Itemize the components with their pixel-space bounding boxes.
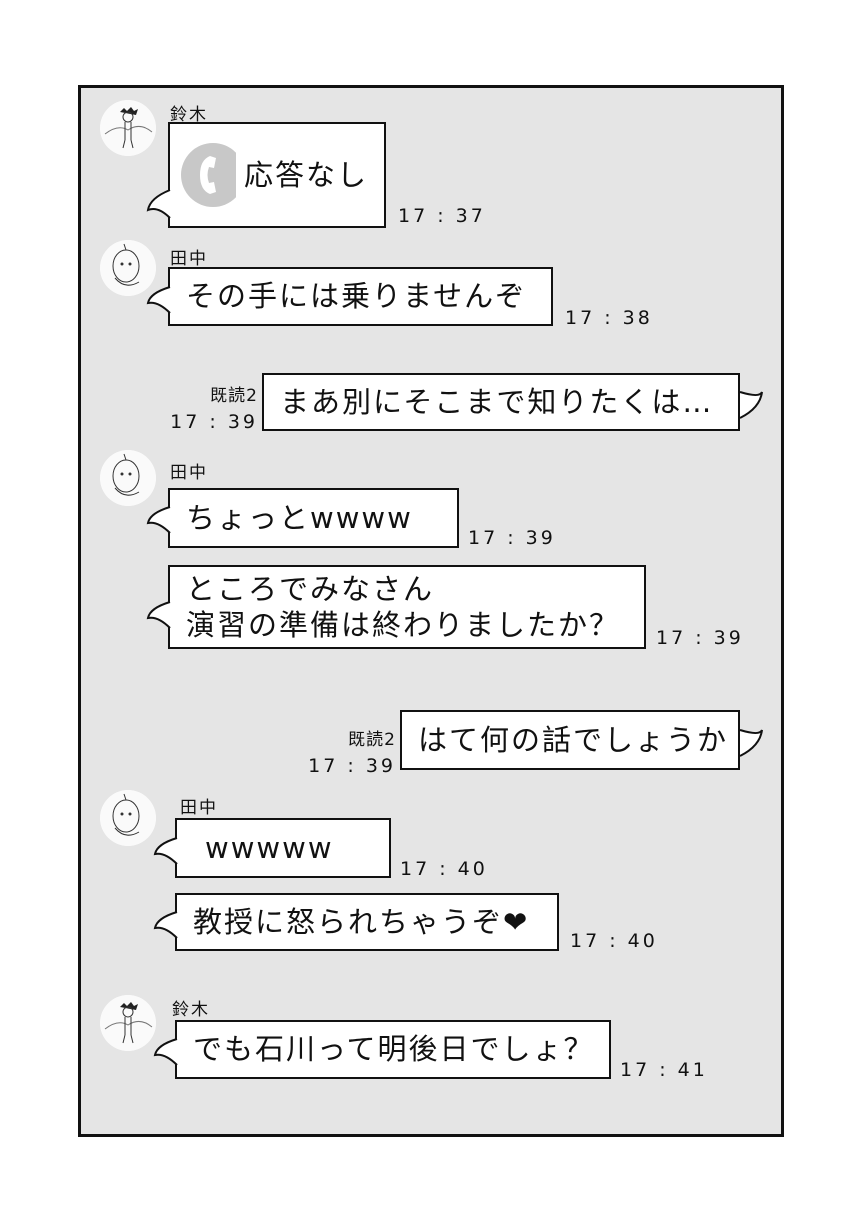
timestamp: 17 : 37	[398, 205, 486, 227]
timestamp: 17 : 39	[656, 627, 744, 649]
message-bubble: 教授に怒られちゃうぞ❤	[175, 893, 559, 951]
timestamp: 17 : 40	[400, 858, 488, 880]
read-receipt: 既読2 17 : 39	[170, 384, 258, 436]
avatar-tanaka[interactable]	[100, 790, 156, 846]
read-receipt: 既読2 17 : 39	[300, 728, 396, 780]
message-line: 演習の準備は終わりましたか？	[186, 608, 621, 642]
read-count: 既読2	[348, 730, 396, 750]
message-bubble: まあ別にそこまで知りたくは…	[262, 373, 740, 431]
avatar-tanaka[interactable]	[100, 450, 156, 506]
sender-name: 田中	[170, 249, 208, 269]
bubble-tail	[153, 1038, 178, 1066]
bubble-tail	[153, 837, 178, 865]
read-count: 既読2	[210, 386, 258, 406]
message-text: でも石川って明後日でしょ？	[193, 1032, 595, 1067]
message-text: はて何の話でしょうか	[418, 722, 729, 757]
bubble-tail	[146, 189, 171, 219]
message-bubble: 応答なし	[168, 122, 386, 228]
sender-name: 田中	[180, 798, 218, 818]
message-bubble: その手には乗りませんぞ	[168, 267, 553, 326]
bubble-tail	[739, 729, 763, 757]
timestamp: 17 : 39	[170, 410, 258, 433]
avatar-suzuki[interactable]	[100, 995, 156, 1051]
message-bubble: ちょっとwwww	[168, 488, 459, 548]
message-text: その手には乗りませんぞ	[186, 279, 527, 314]
timestamp: 17 : 38	[565, 307, 653, 329]
message-bubble: wwwww	[175, 818, 391, 878]
timestamp: 17 : 40	[570, 930, 658, 952]
phone-icon	[181, 143, 236, 207]
message-bubble: はて何の話でしょうか	[400, 710, 740, 770]
message-text: wwwww	[205, 830, 334, 865]
sender-name: 鈴木	[172, 1000, 210, 1020]
sender-name: 田中	[170, 463, 208, 483]
message-text: ちょっとwwww	[186, 500, 413, 535]
timestamp: 17 : 41	[620, 1059, 708, 1081]
message-line: ところでみなさん	[186, 571, 435, 606]
avatar-tanaka[interactable]	[100, 240, 156, 296]
message-bubble: ところでみなさん 演習の準備は終わりましたか？	[168, 565, 646, 649]
avatar-suzuki[interactable]	[100, 100, 156, 156]
timestamp: 17 : 39	[468, 527, 556, 549]
sender-name: 鈴木	[170, 105, 208, 125]
bubble-tail	[153, 911, 178, 939]
message-text: まあ別にそこまで知りたくは…	[280, 384, 714, 419]
bubble-tail	[146, 286, 171, 314]
bubble-tail	[146, 506, 171, 534]
message-text: 応答なし	[243, 157, 368, 192]
message-text: 教授に怒られちゃうぞ❤	[193, 904, 530, 939]
bubble-tail	[146, 601, 171, 629]
bubble-tail	[739, 391, 763, 419]
message-bubble: でも石川って明後日でしょ？	[175, 1020, 611, 1079]
timestamp: 17 : 39	[308, 754, 396, 777]
